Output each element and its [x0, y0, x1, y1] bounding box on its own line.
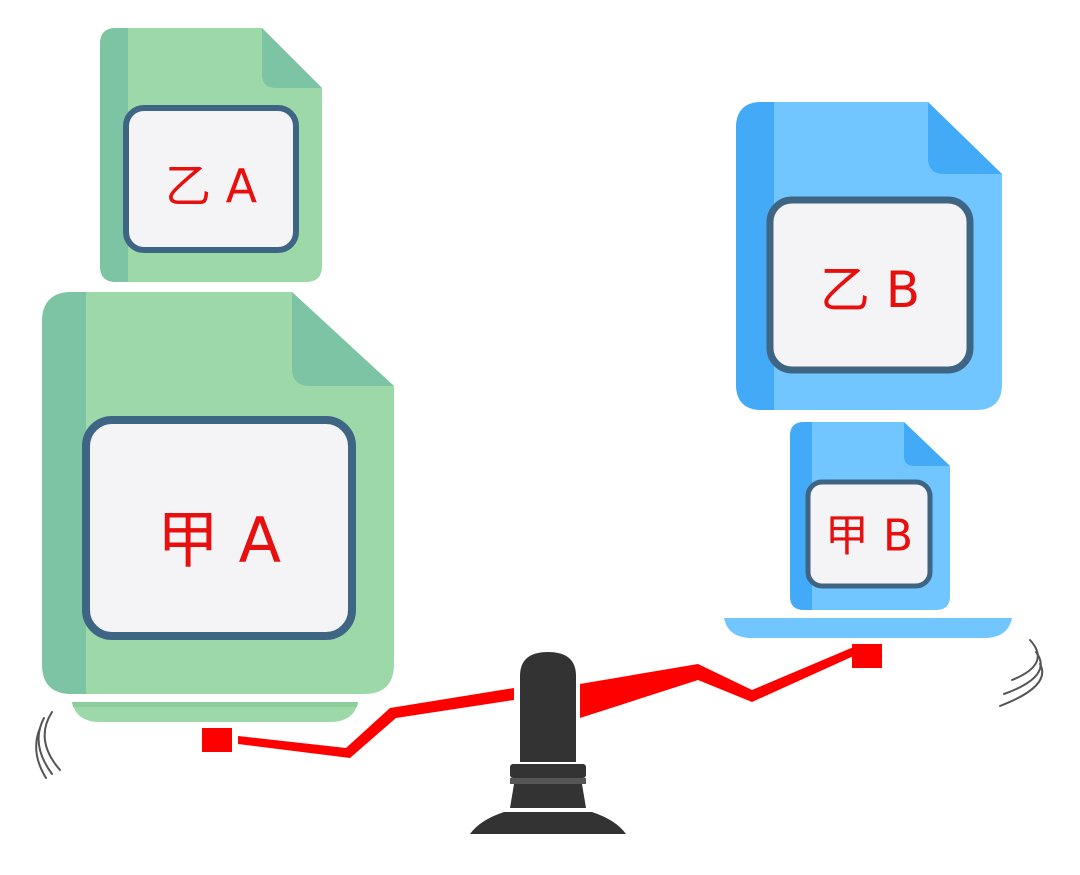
doc-left-upper-label: 乙 A [165, 159, 258, 213]
wobble-lines-left-icon [35, 711, 61, 779]
doc-left-upper-label-panel [123, 105, 299, 253]
beam-left-end [202, 728, 232, 752]
doc-right-lower-label-panel [805, 479, 933, 589]
doc-right-lower: 甲 B [790, 422, 950, 610]
pan-right [724, 618, 1012, 638]
doc-right-upper-label: 乙 B [820, 261, 920, 319]
balance-stand-icon [470, 652, 626, 834]
wobble-lines-right-icon [999, 639, 1044, 707]
doc-left-lower-label: 甲 A [157, 504, 281, 577]
beam-right-end [852, 644, 882, 668]
doc-left-lower-label-panel [82, 416, 356, 640]
doc-left-upper: 乙 A [100, 28, 322, 282]
doc-right-lower-label: 甲 B [825, 511, 913, 562]
balance-beam [202, 644, 882, 758]
doc-right-upper-label-panel [766, 196, 974, 374]
doc-left-lower: 甲 A [42, 292, 394, 694]
doc-right-upper: 乙 B [736, 102, 1002, 410]
